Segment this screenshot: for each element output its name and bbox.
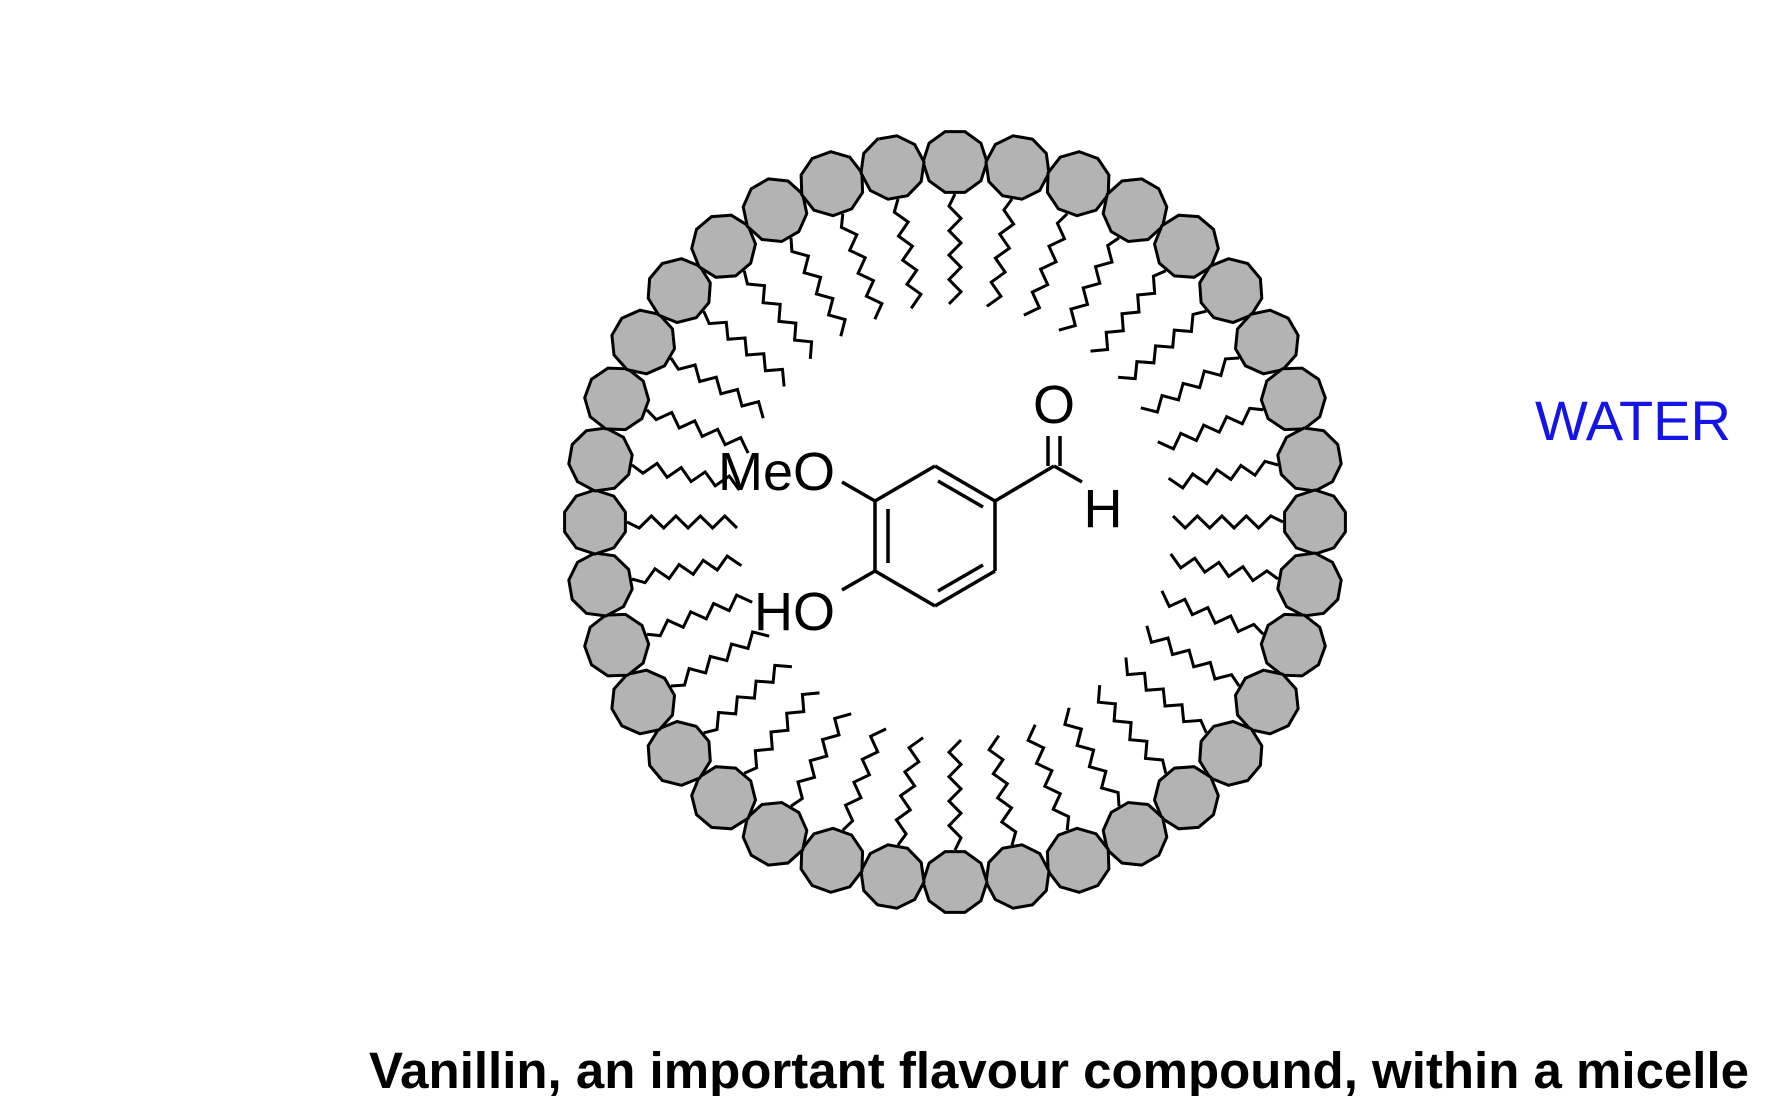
surfactant-tail: [1117, 309, 1207, 381]
surfactant-head: [1259, 612, 1327, 678]
surfactant-head: [741, 800, 809, 867]
surfactant-tail: [789, 237, 847, 337]
surfactant-head: [690, 213, 758, 279]
surfactant-tail: [670, 630, 770, 688]
surfactant-tail: [1096, 684, 1168, 774]
surfactant-tail: [1167, 459, 1279, 490]
surfactant-head: [1198, 257, 1264, 325]
surfactant-head: [1045, 826, 1111, 894]
ring-double-bond: [937, 563, 984, 593]
surfactant-head: [567, 551, 634, 618]
surfactant-tail: [987, 734, 1018, 846]
surfactant-tail: [1023, 212, 1069, 317]
surfactant-head: [859, 843, 926, 910]
micelle: [563, 130, 1347, 914]
surfactant-tail: [1171, 513, 1284, 531]
surfactant-head: [859, 134, 926, 201]
surfactant-head: [1152, 765, 1220, 831]
surfactant-head: [567, 426, 634, 493]
ring-double-bond: [937, 479, 984, 509]
surfactant-head: [799, 150, 865, 218]
surfactant-tail: [946, 738, 964, 851]
surfactant-tail: [631, 554, 743, 585]
surfactant-head: [984, 134, 1051, 201]
figure-caption: Vanillin, an important flavour compound,…: [369, 1042, 1749, 1096]
surfactant-head: [799, 826, 865, 894]
surfactant-head: [1101, 800, 1169, 867]
surfactant-tail: [626, 513, 739, 531]
surfactant-tail: [646, 593, 753, 638]
surfactant-head: [646, 257, 712, 325]
aldehyde-h-bond: [1053, 464, 1083, 484]
hydroxy-label: HO: [754, 582, 835, 642]
aldehyde-hydrogen-label: H: [1084, 479, 1123, 539]
surfactant-head: [1233, 308, 1300, 376]
aldehyde-bond: [994, 464, 1055, 503]
surfactant-tail: [986, 198, 1016, 308]
surfactant-head: [1276, 551, 1343, 618]
surfactant-head: [610, 668, 677, 736]
surfactant-head: [690, 765, 758, 831]
surfactant-tail: [1160, 590, 1265, 636]
surfactant-head: [646, 719, 712, 787]
surfactant-head: [1101, 177, 1169, 244]
surfactant-tail: [839, 213, 884, 320]
ring-bond: [934, 569, 996, 608]
surfactant-tail: [631, 461, 741, 491]
surfactant-tail: [1058, 236, 1120, 332]
surfactant-head: [583, 366, 651, 432]
surfactant-head: [1045, 150, 1111, 218]
surfactant-head: [1233, 668, 1300, 736]
surfactant-head: [1198, 719, 1264, 787]
surfactant-tail: [1145, 625, 1241, 687]
surfactant-tail: [1026, 724, 1071, 831]
solvent-label: WATER: [1535, 389, 1731, 452]
surfactant-tail: [1090, 269, 1167, 353]
ring-bond: [934, 464, 996, 503]
surfactant-head: [921, 130, 989, 194]
ring-bond: [874, 569, 936, 608]
surfactant-head: [741, 177, 809, 244]
surfactant-head: [921, 850, 989, 914]
surfactant-head: [1283, 488, 1347, 556]
surfactant-tail: [1124, 657, 1208, 734]
surfactant-tail: [703, 663, 793, 735]
carbonyl-oxygen-label: O: [1033, 375, 1075, 435]
surfactant-head: [1276, 426, 1343, 493]
surfactant-head: [610, 308, 677, 376]
surfactant-tail: [1169, 553, 1279, 583]
surfactant-tail: [743, 691, 820, 775]
surfactant-tail: [702, 310, 786, 387]
surfactant-tail: [742, 270, 814, 360]
methoxy-label: MeO: [718, 442, 835, 502]
surfactant-head: [1259, 366, 1327, 432]
surfactant-head: [563, 488, 627, 556]
surfactant-tail: [790, 712, 852, 808]
vanillin-molecule: MeO HO O H: [718, 375, 1123, 642]
surfactant-tail: [1063, 707, 1121, 807]
surfactant-tail: [645, 408, 750, 454]
surfactant-tail: [669, 357, 765, 419]
ring-bond: [874, 464, 936, 503]
hydroxy-bond: [841, 569, 876, 592]
methoxy-bond: [841, 480, 876, 503]
surfactant-tail: [841, 727, 887, 832]
surfactant-tail: [946, 193, 964, 306]
surfactant-tail: [1157, 406, 1264, 451]
surfactant-head: [984, 843, 1051, 910]
surfactant-head: [1152, 213, 1220, 279]
surfactant-tail: [892, 198, 923, 310]
surfactant-head: [583, 612, 651, 678]
surfactant-tail: [1140, 356, 1240, 414]
surfactant-tail: [894, 736, 924, 846]
